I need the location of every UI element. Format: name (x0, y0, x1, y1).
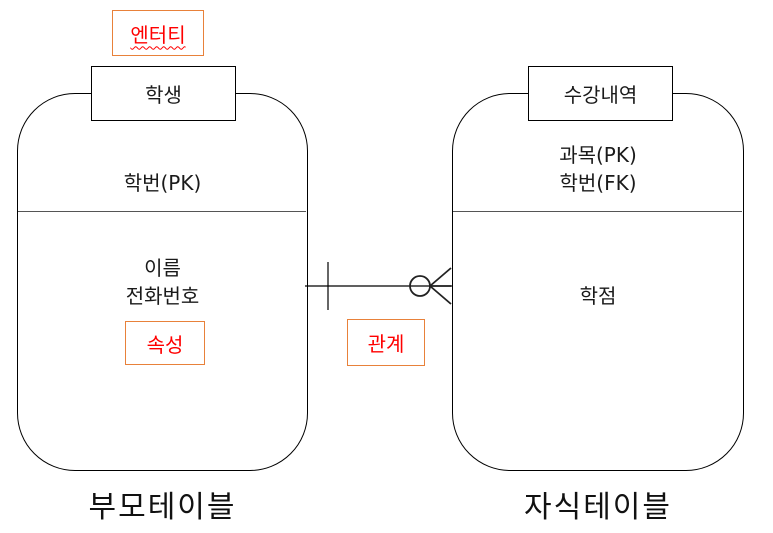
parent-primary-key: 학번(PK) (123, 171, 202, 195)
child-attribute-grade: 학점 (579, 284, 617, 308)
child-foreign-key-student-id: 학번(FK) (559, 171, 637, 195)
parent-entity-name: 학생 (145, 83, 182, 107)
child-entity-name: 수강내역 (563, 83, 638, 107)
child-entity-divider (453, 211, 742, 212)
parent-attribute-phone: 전화번호 (125, 284, 200, 308)
attribute-annotation-label: 속성 (146, 332, 184, 357)
parent-table-caption: 부모테이블 (88, 490, 237, 525)
child-entity-box (452, 93, 744, 471)
parent-attribute-name: 이름 (144, 256, 181, 280)
child-entity-title: 수강내역 (528, 66, 673, 121)
entity-annotation-label: 엔터티 (130, 22, 186, 47)
parent-entity-box (17, 93, 308, 471)
child-table-caption: 자식테이블 (524, 490, 672, 525)
relationship-annotation: 관계 (347, 319, 425, 366)
entity-annotation: 엔터티 (112, 10, 204, 56)
parent-entity-title: 학생 (91, 66, 236, 121)
relationship-annotation-label: 관계 (367, 332, 405, 356)
parent-entity-divider (18, 211, 306, 212)
zero-or-many-marker (409, 267, 452, 305)
attribute-annotation: 속성 (125, 321, 205, 365)
child-primary-key-subject: 과목(PK) (559, 143, 637, 167)
